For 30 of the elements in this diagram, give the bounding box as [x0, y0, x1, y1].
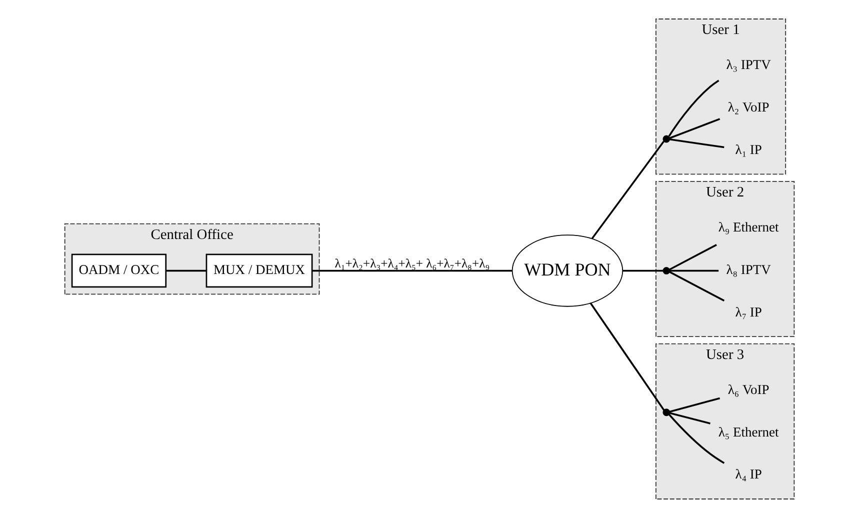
- connector: [668, 397, 720, 413]
- node-text: λ₃ IPTV: [726, 57, 770, 72]
- node-text: λ₆ VoIP: [727, 382, 769, 397]
- node-box: OADM / OXC: [70, 254, 166, 288]
- node-circle: [662, 135, 670, 143]
- connector: [668, 118, 720, 139]
- node-text: λ₉ Ethernet: [718, 219, 778, 234]
- connector: [669, 270, 718, 272]
- node-text: λ₇ IP: [734, 304, 762, 320]
- connector: [622, 270, 663, 272]
- connector: [669, 138, 724, 148]
- connector: [668, 414, 724, 464]
- connector: [312, 270, 512, 272]
- node-text: λ₈ IPTV: [726, 262, 770, 277]
- connector: [668, 244, 716, 270]
- node-text: λ₅ Ethernet: [718, 424, 778, 440]
- node-ellipse: WDM PON: [511, 234, 623, 307]
- connector: [589, 302, 664, 411]
- connector: [165, 270, 206, 272]
- edge-label: λ₁+λ₂+λ₃+λ₄+λ₅+ λ₆+λ₇+λ₈+λ₉: [334, 256, 490, 270]
- node-circle: [662, 408, 670, 416]
- node-box: MUX / DEMUX: [205, 254, 312, 288]
- connector: [668, 271, 724, 302]
- connector: [668, 80, 719, 137]
- node-circle: [662, 267, 670, 274]
- connector: [590, 140, 664, 240]
- connector: [668, 412, 710, 424]
- node-text: λ₄ IP: [734, 466, 762, 482]
- node-text: λ₁ IP: [734, 142, 762, 157]
- node-text: λ₂ VoIP: [727, 99, 769, 114]
